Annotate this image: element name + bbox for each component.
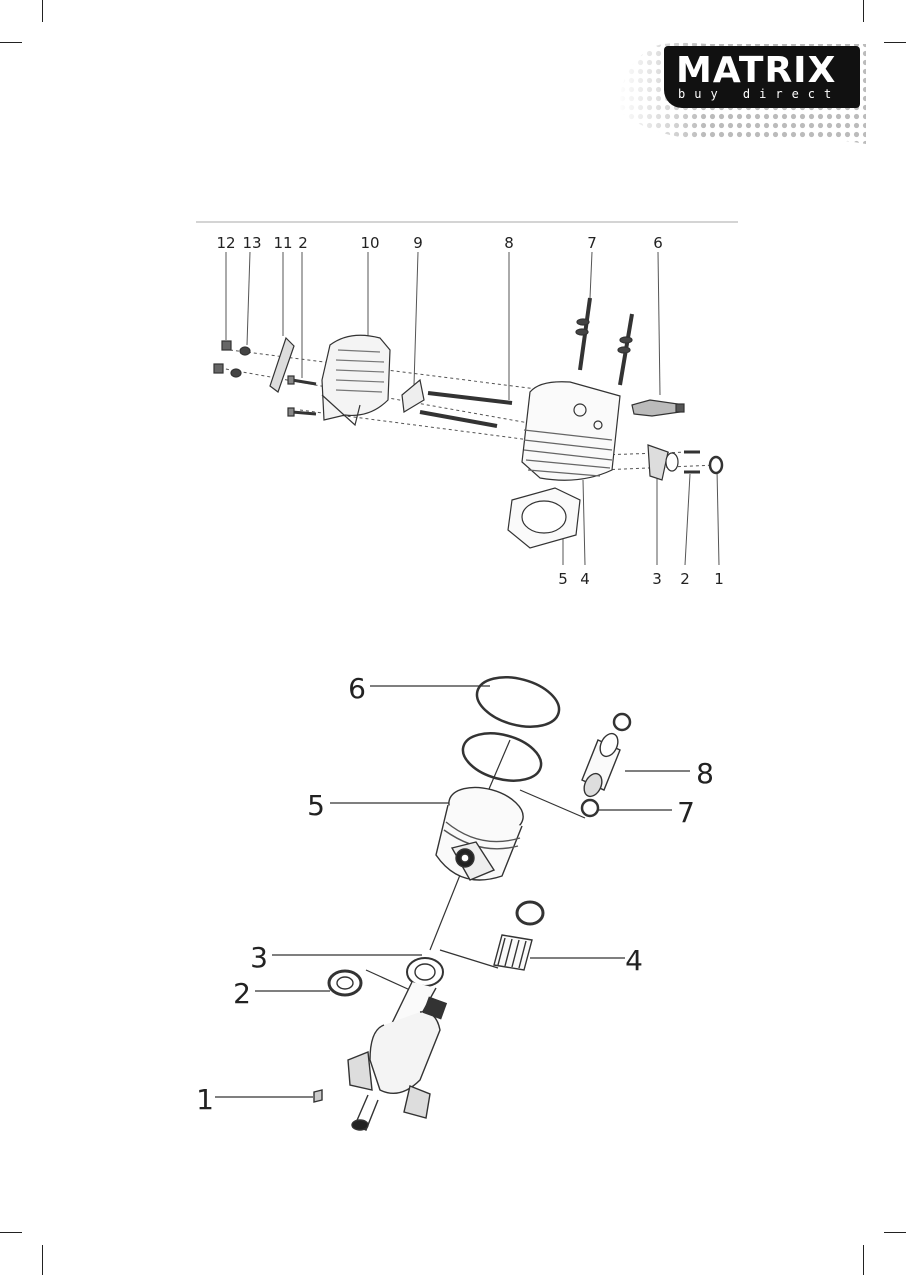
crank-exploded-view [215, 669, 690, 1130]
crank-callout-label: 2 [233, 977, 251, 1010]
callout-label: 11 [273, 234, 292, 252]
crank-callout-label: 4 [625, 944, 643, 977]
callout-label: 10 [360, 234, 379, 252]
cylinder-exploded-view [196, 222, 738, 565]
wrist-pin-part [581, 714, 630, 816]
callout-label: 2 [680, 570, 690, 588]
callout-label: 1 [714, 570, 724, 588]
crank-callout-label: 7 [677, 796, 695, 829]
callout-label: 3 [652, 570, 662, 588]
callout-label: 13 [242, 234, 261, 252]
crank-callout-label: 6 [348, 672, 366, 705]
callout-label: 12 [216, 234, 235, 252]
piston-part [436, 780, 528, 880]
callout-label: 6 [653, 234, 663, 252]
callout-label: 9 [413, 234, 423, 252]
crank-callout-label: 1 [196, 1083, 214, 1116]
callout-label: 5 [558, 570, 568, 588]
bolts-7 [576, 298, 632, 385]
bottom-leaders [215, 686, 690, 1097]
callout-label: 7 [587, 234, 597, 252]
callout-label: 8 [504, 234, 514, 252]
crank-callout-label: 3 [250, 941, 268, 974]
crank-callout-label: 8 [696, 757, 714, 790]
crank-callout-label: 5 [307, 789, 325, 822]
callout-label: 2 [298, 234, 308, 252]
bottom-callouts: 6 5 8 7 3 4 2 1 [196, 672, 714, 1116]
callout-label: 4 [580, 570, 590, 588]
needle-bearing-part [494, 902, 543, 970]
